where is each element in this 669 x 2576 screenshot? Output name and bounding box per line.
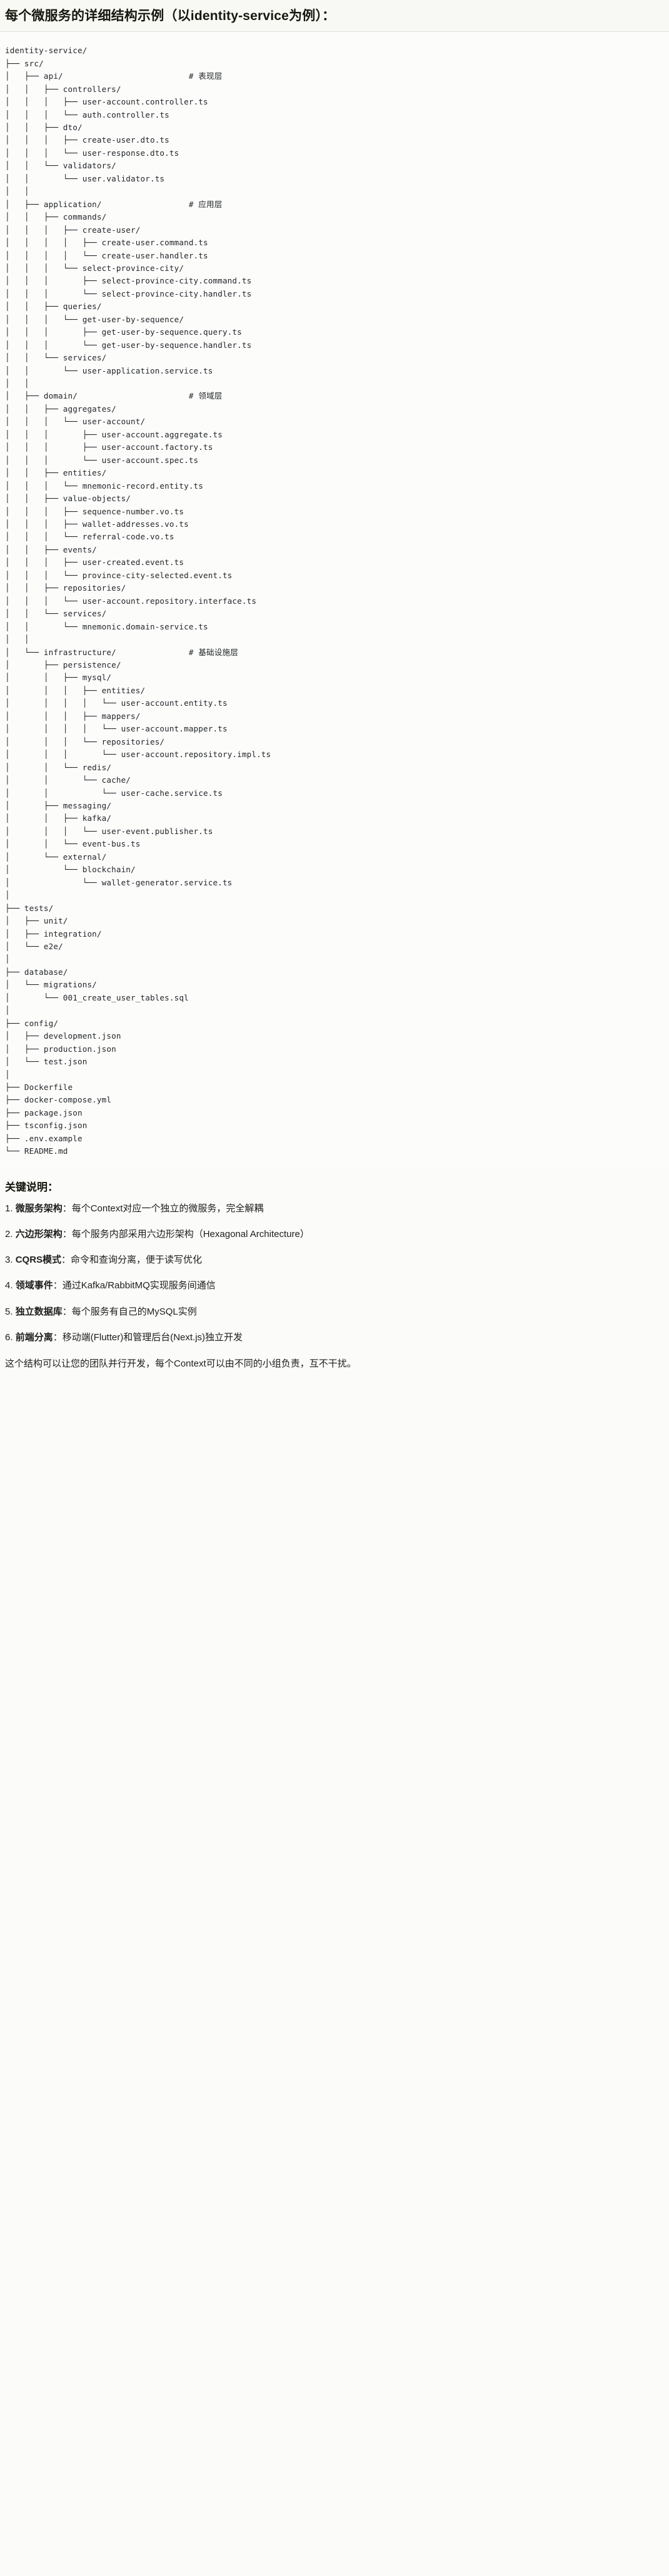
key-note-description: ：每个服务有自己的MySQL实例 [62,1306,197,1317]
key-note-description: ：每个服务内部采用六边形架构（Hexagonal Architecture） [62,1228,309,1240]
page-title: 每个微服务的详细结构示例（以identity-service为例）： [5,9,336,23]
directory-tree: identity-service/ ├── src/ │ ├── api/ # … [5,46,271,1156]
key-note-description: ：通过Kafka/RabbitMQ实现服务间通信 [53,1280,216,1291]
key-notes-heading: 关键说明： [5,1181,58,1193]
key-note-description: ：移动端(Flutter)和管理后台(Next.js)独立开发 [53,1331,243,1343]
key-note-description: ：每个Context对应一个独立的微服务，完全解耦 [62,1203,264,1214]
key-note-item: 微服务架构：每个Context对应一个独立的微服务，完全解耦 [5,1203,664,1215]
key-note-item: CQRS模式：命令和查询分离，便于读写优化 [5,1254,664,1266]
key-note-description: ：命令和查询分离，便于读写优化 [61,1255,203,1266]
key-note-item: 独立数据库：每个服务有自己的MySQL实例 [5,1306,664,1318]
key-notes-section: 关键说明： 微服务架构：每个Context对应一个独立的微服务，完全解耦六边形架… [0,1168,669,1380]
directory-tree-block: identity-service/ ├── src/ │ ├── api/ # … [0,32,669,1168]
closing-paragraph: 这个结构可以让您的团队并行开发，每个Context可以由不同的小组负责，互不干扰… [5,1358,356,1370]
key-note-term: 六边形架构 [15,1228,63,1240]
page-title-bar: 每个微服务的详细结构示例（以identity-service为例）： [0,0,669,33]
key-note-item: 领域事件：通过Kafka/RabbitMQ实现服务间通信 [5,1280,664,1292]
key-note-term: 领域事件 [15,1280,53,1291]
key-note-term: 前端分离 [15,1331,53,1343]
key-notes-list: 微服务架构：每个Context对应一个独立的微服务，完全解耦六边形架构：每个服务… [5,1203,664,1345]
key-note-term: CQRS模式 [15,1255,62,1266]
key-note-term: 微服务架构 [15,1203,63,1214]
key-note-item: 六边形架构：每个服务内部采用六边形架构（Hexagonal Architectu… [5,1228,664,1241]
key-note-item: 前端分离：移动端(Flutter)和管理后台(Next.js)独立开发 [5,1331,664,1344]
key-note-term: 独立数据库 [15,1306,63,1317]
